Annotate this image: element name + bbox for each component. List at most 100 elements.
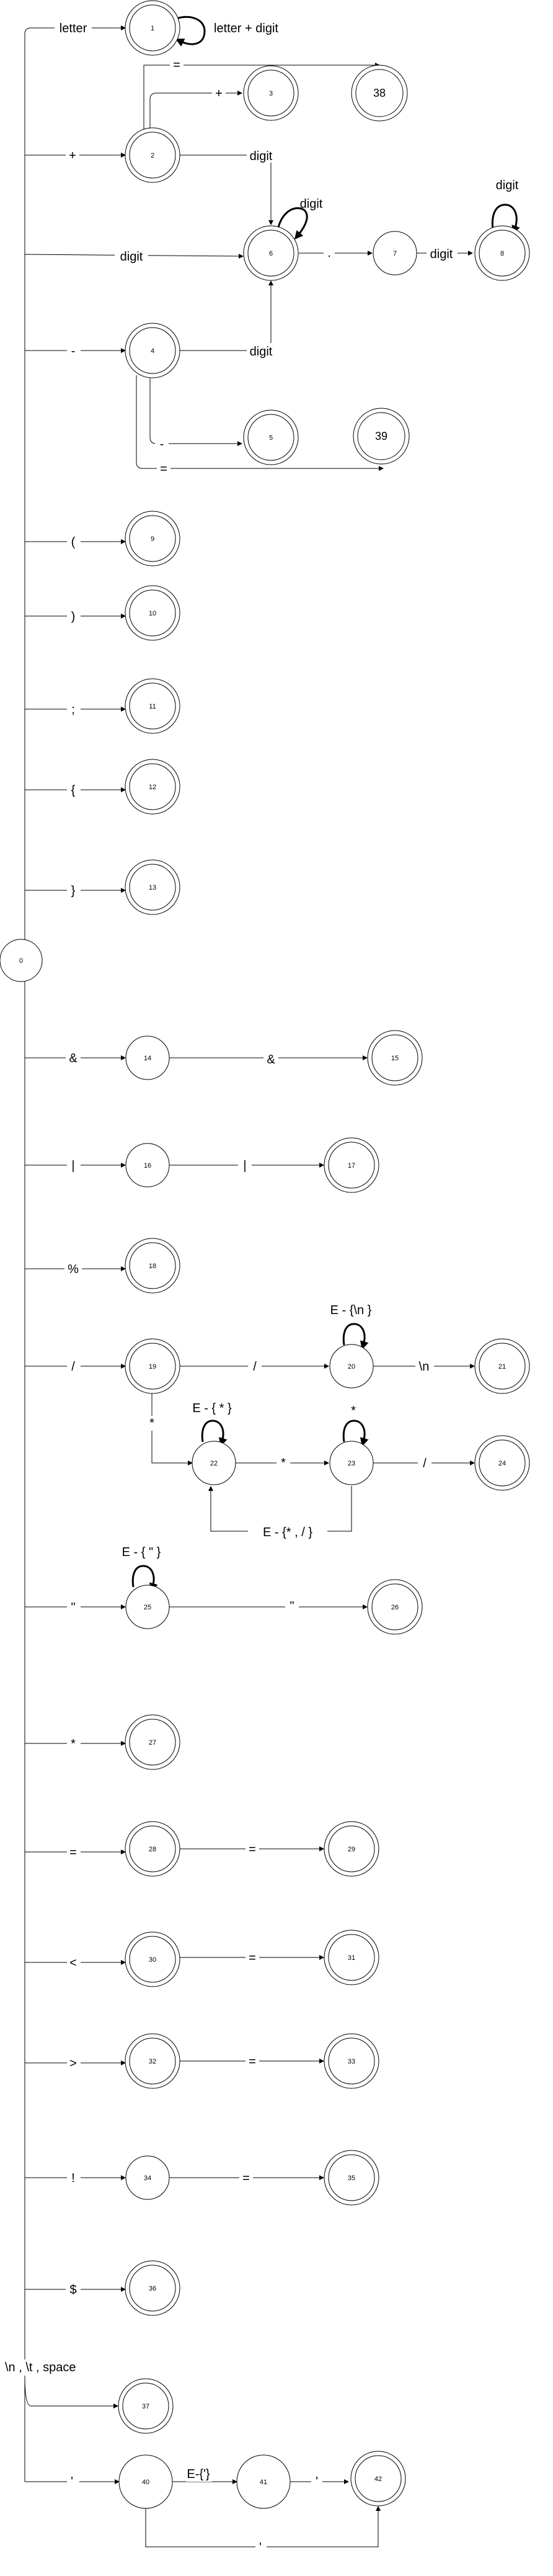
svg-text:16: 16 [144, 1162, 151, 1169]
label-0-16: | [71, 1159, 74, 1173]
label-loop-20: E - {\n } [330, 1304, 372, 1317]
label-32-33: = [249, 2055, 256, 2068]
svg-text:23: 23 [348, 1460, 355, 1467]
state-35: 35 [324, 2150, 379, 2206]
edge-19-22 [151, 1390, 193, 1465]
label-0-27: * [71, 1737, 76, 1751]
svg-text:27: 27 [149, 1739, 156, 1746]
svg-text:28: 28 [149, 1846, 156, 1853]
state-42: 42 [350, 2451, 406, 2507]
state-0: 0 [0, 939, 43, 982]
svg-text:9: 9 [151, 535, 154, 543]
label-0-32: > [69, 2057, 77, 2070]
svg-text:10: 10 [149, 610, 156, 617]
svg-text:15: 15 [391, 1055, 399, 1062]
label-0-40: ' [71, 2475, 73, 2489]
label-20-21: \n [419, 1360, 430, 1374]
state-7: 7 [373, 231, 417, 275]
svg-text:20: 20 [348, 1363, 355, 1371]
state-11: 11 [125, 678, 180, 734]
svg-text:3: 3 [269, 90, 273, 97]
label-loop-22: E - { * } [192, 1402, 232, 1415]
state-25: 25 [125, 1585, 170, 1629]
svg-text:21: 21 [498, 1363, 506, 1371]
label-0-36: $ [69, 2283, 76, 2297]
state-20: 20 [329, 1344, 374, 1389]
svg-text:12: 12 [149, 784, 156, 791]
label-loop-6: digit [300, 197, 323, 211]
svg-text:30: 30 [149, 1956, 156, 1964]
loop-1 [173, 16, 206, 47]
label-0-11: ; [71, 703, 75, 717]
state-16: 16 [125, 1143, 170, 1187]
state-3: 3 [243, 65, 299, 121]
state-5: 5 [243, 409, 299, 465]
label-25-26: " [290, 1599, 294, 1613]
label-0-9: ( [71, 535, 76, 549]
loop-6 [276, 207, 308, 240]
svg-text:13: 13 [149, 884, 156, 892]
label-loop-25: E - { " } [122, 1545, 161, 1559]
label-loop-23: * [351, 1404, 356, 1418]
state-4: 4 [125, 323, 180, 378]
label-loop-8: digit [496, 179, 519, 192]
label-0-14: & [69, 1052, 77, 1065]
svg-text:2: 2 [151, 152, 154, 159]
svg-text:18: 18 [149, 1263, 156, 1270]
label-0-34: ! [71, 2171, 75, 2185]
state-28: 28 [125, 1821, 180, 1877]
state-39: 39 [353, 408, 410, 465]
state-9: 9 [125, 511, 180, 566]
state-41: 41 [236, 2454, 291, 2509]
state-1: 1 [125, 0, 180, 56]
state-8: 8 [474, 225, 530, 281]
label-0-13: } [71, 884, 76, 898]
state-2: 2 [125, 127, 180, 183]
label-0-6: digit [120, 250, 143, 264]
label-2-38: = [173, 58, 180, 72]
label-14-15: & [267, 1053, 275, 1067]
label-19-22: * [149, 1416, 154, 1430]
svg-text:1: 1 [151, 25, 154, 32]
svg-text:24: 24 [498, 1460, 506, 1467]
state-6: 6 [243, 225, 299, 281]
label-6-7: . [327, 246, 331, 260]
svg-text:4: 4 [151, 347, 154, 355]
state-13: 13 [125, 859, 180, 915]
state-23: 23 [329, 1441, 374, 1485]
label-34-35: = [242, 2171, 250, 2185]
state-34: 34 [125, 2155, 170, 2200]
state-38: 38 [351, 65, 408, 122]
state-33: 33 [324, 2033, 379, 2089]
trunk-up [24, 27, 32, 952]
label-4-6: digit [250, 345, 273, 359]
state-26: 26 [367, 1579, 423, 1635]
edge-2-38 [143, 63, 380, 130]
state-21: 21 [474, 1338, 530, 1394]
edge-2-6 [180, 154, 273, 225]
state-27: 27 [125, 1714, 180, 1770]
svg-text:41: 41 [260, 2479, 267, 2486]
svg-text:0: 0 [19, 957, 23, 965]
label-2-3: + [215, 87, 223, 101]
state-24: 24 [474, 1435, 530, 1491]
label-0-1: letter [60, 22, 87, 35]
svg-text:39: 39 [375, 430, 387, 442]
edge-0-37 [24, 2376, 118, 2408]
label-loop-1: letter + digit [214, 22, 278, 35]
svg-text:26: 26 [391, 1604, 399, 1611]
svg-text:32: 32 [149, 2058, 156, 2065]
state-32: 32 [125, 2033, 180, 2089]
label-0-4: - [71, 344, 76, 358]
state-22: 22 [192, 1441, 236, 1485]
label-22-23: * [281, 1456, 286, 1470]
label-0-30: < [69, 1956, 77, 1970]
label-0-19: / [71, 1360, 75, 1374]
svg-text:42: 42 [374, 2475, 382, 2483]
svg-text:33: 33 [348, 2058, 355, 2065]
label-23-22: E - {* , / } [263, 1526, 312, 1539]
state-15: 15 [367, 1030, 423, 1086]
label-23-24: / [423, 1457, 427, 1470]
edge-4-5 [149, 377, 242, 446]
label-4-5: - [160, 437, 164, 451]
